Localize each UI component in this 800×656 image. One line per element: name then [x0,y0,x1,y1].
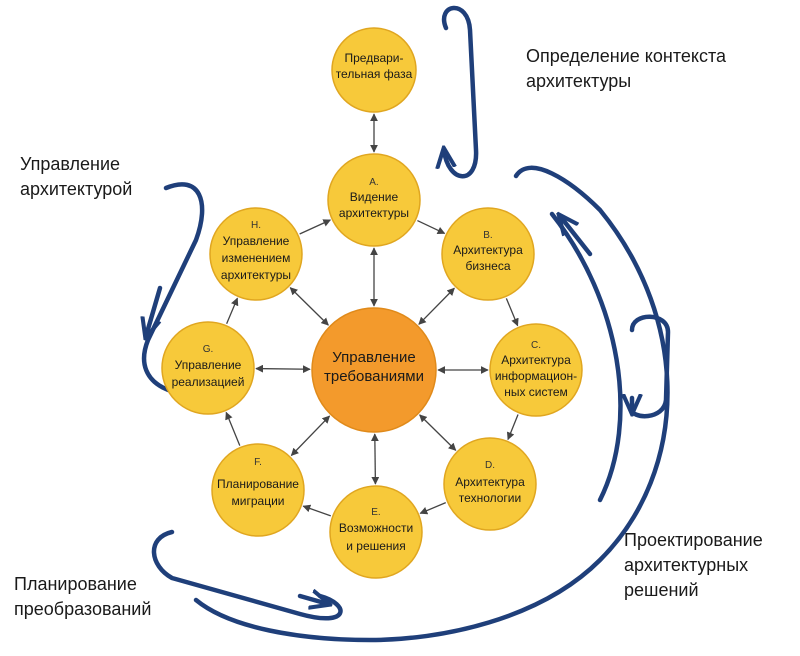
g-line-2: реализацией [172,375,245,389]
node-d: D. Архитектура технологии [455,460,525,505]
node-center: Управление требованиями [324,349,424,385]
label-design-line-3: решений [624,580,699,600]
label-governance-line-2: архитектурой [20,179,133,199]
connector-c-d [506,414,519,441]
label-governance-line-1: Управление [20,154,121,174]
node-prelim: Предвари- тельная фаза [336,51,413,81]
g-line-1: Управление [175,358,242,372]
node-b: B. Архитектура бизнеса [453,230,523,273]
b-line-2: бизнеса [465,259,510,273]
cycle-arrows [144,5,671,643]
h-letter: H. [251,220,261,231]
c-line-3: ных систем [504,385,568,399]
connector-g-h [226,297,239,325]
center-line-2: требованиями [324,368,424,385]
context-cycle-arrow [444,5,479,179]
node-a: A. Видение архитектуры [339,177,409,220]
connector-center-h [289,287,329,326]
connector-center-b [418,287,455,325]
design-inner-arc [549,211,623,503]
planning-cycle-arrowhead [297,596,328,604]
f-letter: F. [254,457,262,468]
node-g: G. Управление реализацией [172,344,245,389]
prelim-line-2: тельная фаза [336,67,413,81]
a-line-2: архитектуры [339,206,409,220]
circle-f [211,443,305,537]
connector-e-f [302,504,331,517]
h-line-3: архитектуры [221,268,291,282]
node-c: C. Архитектура информацион- ных систем [495,340,577,399]
circle-h [209,207,303,301]
prelim-line-1: Предвари- [345,51,404,65]
design-inner-arrowhead [560,216,593,257]
connectors [225,113,519,517]
label-context-line-2: архитектуры [526,71,632,91]
h-line-2: изменением [222,251,291,265]
h-line-1: Управление [223,234,290,248]
connector-center-d [419,414,457,451]
c-letter: C. [531,340,541,351]
circle-d [443,437,537,531]
node-e: E. Возможности и решения [339,507,413,553]
label-design-line-2: архитектурных [624,555,749,575]
planning-cycle-arrow [151,529,343,621]
d-line-1: Архитектура [455,475,525,489]
circle-e [329,485,423,579]
connector-center-e [370,433,380,485]
connector-h-a [299,219,332,235]
label-governance: Управление архитектурой [20,152,132,202]
node-h: H. Управление изменением архитектуры [221,220,291,282]
connector-center-g [255,364,311,374]
node-circles [161,27,583,579]
f-line-2: миграции [232,494,285,508]
circle-a [327,153,421,247]
a-line-1: Видение [350,190,399,204]
label-planning-line-2: преобразований [14,599,152,619]
label-planning-line-1: Планирование [14,574,137,594]
label-planning: Планирование преобразований [14,572,151,622]
center-line-1: Управление [332,349,415,366]
connector-center-f [290,415,331,457]
connector-d-e [419,502,447,515]
circle-g [161,321,255,415]
label-context-line-1: Определение контекста [526,46,727,66]
b-line-1: Архитектура [453,243,523,257]
connector-a-b [417,219,446,235]
connector-b-c [505,298,519,327]
d-letter: D. [485,460,495,471]
e-letter: E. [371,507,380,518]
node-f: F. Планирование миграции [217,457,299,508]
a-letter: A. [369,177,378,188]
f-line-1: Планирование [217,477,299,491]
governance-cycle-arrowhead [146,285,163,336]
label-design-line-1: Проектирование [624,530,763,550]
circle-prelim [331,27,417,113]
e-line-2: и решения [346,539,406,553]
design-cycle-arrow [193,165,670,643]
d-line-2: технологии [459,491,521,505]
e-line-1: Возможности [339,521,413,535]
c-line-1: Архитектура [501,353,571,367]
connector-f-g [225,411,241,446]
circle-c [489,323,583,417]
circle-b [441,207,535,301]
g-letter: G. [203,344,214,355]
label-context: Определение контекста архитектуры [526,44,726,94]
c-line-2: информацион- [495,369,577,383]
label-design: Проектирование архитектурных решений [624,528,763,603]
b-letter: B. [483,230,492,241]
circle-center [311,307,437,433]
